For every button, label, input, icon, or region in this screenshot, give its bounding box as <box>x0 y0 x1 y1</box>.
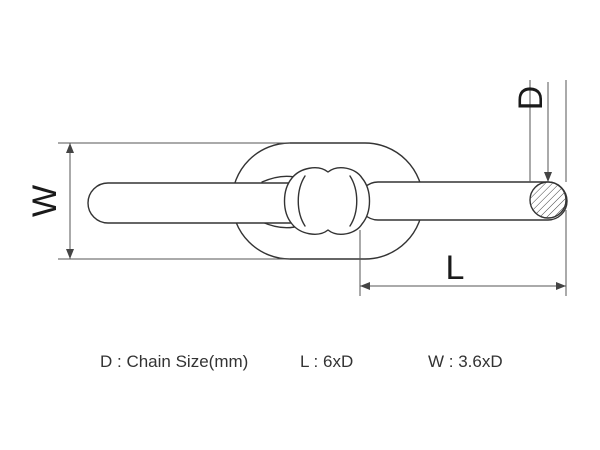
left-link-bar <box>87 182 311 224</box>
width-arrow-top <box>66 143 74 153</box>
width-formula-caption: W : 3.6xD <box>428 352 503 371</box>
length-arrow-right <box>556 282 566 290</box>
chain-size-caption: D : Chain Size(mm) <box>100 352 249 371</box>
length-label: L <box>446 249 465 287</box>
width-label: W <box>26 185 64 217</box>
diameter-arrow <box>544 172 552 182</box>
length-formula-caption: L : 6xD <box>300 352 354 371</box>
length-arrow-left <box>360 282 370 290</box>
width-arrow-bottom <box>66 249 74 259</box>
middle-link-outline <box>231 142 424 260</box>
link-knuckle <box>283 167 371 235</box>
diameter-label: D <box>512 86 550 111</box>
knuckle-crease <box>297 175 358 227</box>
cross-section-hatch <box>530 182 566 218</box>
